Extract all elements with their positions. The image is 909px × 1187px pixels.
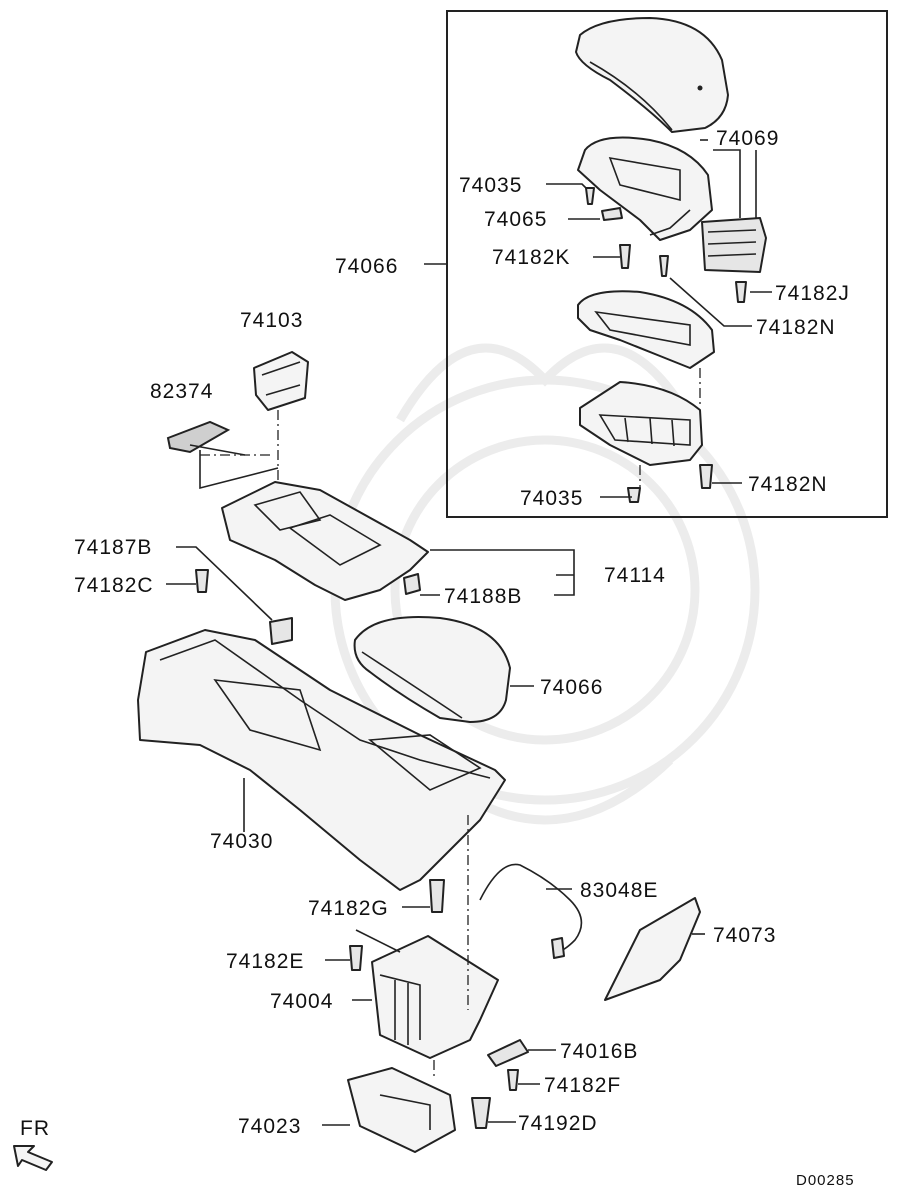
callout-82374: 82374	[150, 380, 213, 403]
callout-74182C: 74182C	[74, 574, 154, 597]
base-bracket-74023	[347, 1067, 456, 1153]
callout-74103: 74103	[240, 309, 303, 332]
callout-74182N-lower: 74182N	[748, 473, 828, 496]
harness-83048E	[479, 863, 583, 959]
armrest-74066	[353, 615, 511, 723]
armrest-lid-cover	[575, 17, 729, 133]
armrest-base	[579, 381, 703, 466]
callout-74182K: 74182K	[492, 246, 570, 269]
callout-74030: 74030	[210, 830, 273, 853]
bracket-74016B	[487, 1039, 529, 1067]
screw-74182C	[195, 569, 209, 593]
fasteners-lower	[349, 879, 519, 1129]
callout-74182N-upper: 74182N	[756, 316, 836, 339]
callout-74065: 74065	[484, 208, 547, 231]
cover-74073	[604, 897, 701, 1001]
callout-74035-lower: 74035	[520, 487, 583, 510]
armrest-hinge	[701, 217, 767, 273]
callout-74187B: 74187B	[74, 536, 152, 559]
callout-74182G: 74182G	[308, 897, 389, 920]
callout-74069: 74069	[716, 127, 779, 150]
switch-panel-74103	[253, 351, 309, 411]
callout-74035-upper: 74035	[459, 174, 522, 197]
assembly-dash-lines	[200, 368, 701, 1080]
clip-74187B	[269, 617, 293, 645]
callout-74016B: 74016B	[560, 1040, 638, 1063]
switch-82374	[166, 420, 231, 454]
callout-74023: 74023	[238, 1115, 301, 1138]
callout-74066-armrest: 74066	[540, 676, 603, 699]
inset-fasteners	[585, 187, 747, 503]
armrest-tray	[577, 290, 715, 369]
console-panel-74114	[221, 481, 429, 601]
callout-74004: 74004	[270, 990, 333, 1013]
armrest-lid-frame	[577, 136, 713, 241]
clip-74188B	[403, 573, 421, 595]
callout-83048E: 83048E	[580, 879, 658, 902]
callout-74066-assembly: 74066	[335, 255, 398, 278]
leader-lines	[166, 139, 772, 1126]
callout-74073: 74073	[713, 924, 776, 947]
callout-74192D: 74192D	[518, 1112, 598, 1135]
callout-74182J: 74182J	[775, 282, 850, 305]
direction-label: FR	[20, 1117, 50, 1140]
bracket-74004	[371, 935, 499, 1059]
watermark	[330, 343, 760, 825]
callout-74114: 74114	[604, 564, 666, 587]
direction-arrow-icon	[13, 1145, 53, 1171]
callout-74182F: 74182F	[544, 1074, 621, 1097]
diagram-code: D00285	[796, 1172, 855, 1187]
callout-74182E: 74182E	[226, 950, 304, 973]
console-body-74030	[137, 629, 506, 891]
callout-74188B: 74188B	[444, 585, 522, 608]
